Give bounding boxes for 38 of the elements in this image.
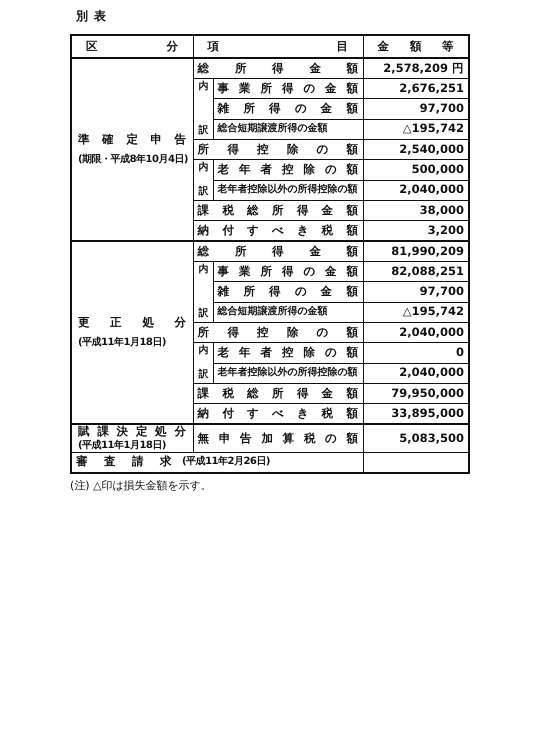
title: 別表 xyxy=(76,8,112,25)
table-cell: 老年者控除以外の所得控除の額 xyxy=(213,363,363,384)
date-label: (平成11年1月18日) xyxy=(78,440,167,452)
note-text: (注) △印は損失金額を示す。 xyxy=(70,478,213,493)
table-cell: 総所得金額 xyxy=(193,241,363,262)
table-cell: 総合短期譲渡所得の金額 xyxy=(213,119,363,140)
date-label: (期限・平成8年10月4日) xyxy=(78,154,186,166)
breakdown-label: 内 xyxy=(198,162,208,174)
table-cell: 事業所得の金額 xyxy=(213,262,363,282)
table-cell: 所得控除の額 xyxy=(193,140,363,160)
category-label: 更正処分 xyxy=(78,316,186,330)
breakdown-label: 訳 xyxy=(198,308,208,320)
category-label: 準確定申告 xyxy=(78,132,186,146)
category-label: 賦課決定処分 xyxy=(78,425,186,439)
table-cell: 老年者控除以外の所得控除の額 xyxy=(213,180,363,200)
table-cell: 老年者控除の額 xyxy=(213,160,363,180)
breakdown-label: 内 xyxy=(198,345,208,357)
breakdown-label: 内 xyxy=(198,264,208,276)
breakdown-label: 訳 xyxy=(198,125,208,137)
table-cell: 無申告加算税の額 xyxy=(193,424,363,452)
table-cell: 5,083,500 xyxy=(363,424,469,452)
table-cell: 81,990,209 xyxy=(363,241,469,262)
date-label: (平成11年1月18日) xyxy=(78,337,167,350)
breakdown-label: 訳 xyxy=(198,186,208,198)
category-label: 審査請求 xyxy=(76,455,172,470)
breakdown-label: 訳 xyxy=(198,369,208,381)
table-cell: 雑所得の金額 xyxy=(213,98,363,120)
table-cell: 課税総所得金額 xyxy=(193,200,363,220)
table-cell: 総合短期譲渡所得の金額 xyxy=(213,302,363,322)
table-cell: 所得控除の額 xyxy=(193,322,363,342)
table-cell: 事業所得の金額 xyxy=(213,78,363,99)
date-label: (平成11年2月26日) xyxy=(182,456,270,468)
table-cell: 2,578,209 円 xyxy=(363,58,469,78)
table-cell: 総所得金額 xyxy=(193,58,363,78)
table-cell: 老年者控除の額 xyxy=(213,342,363,363)
table-cell: 雑所得の金額 xyxy=(213,282,363,302)
table-cell: 課税総所得金額 xyxy=(193,384,363,404)
breakdown-label: 内 xyxy=(198,81,208,93)
